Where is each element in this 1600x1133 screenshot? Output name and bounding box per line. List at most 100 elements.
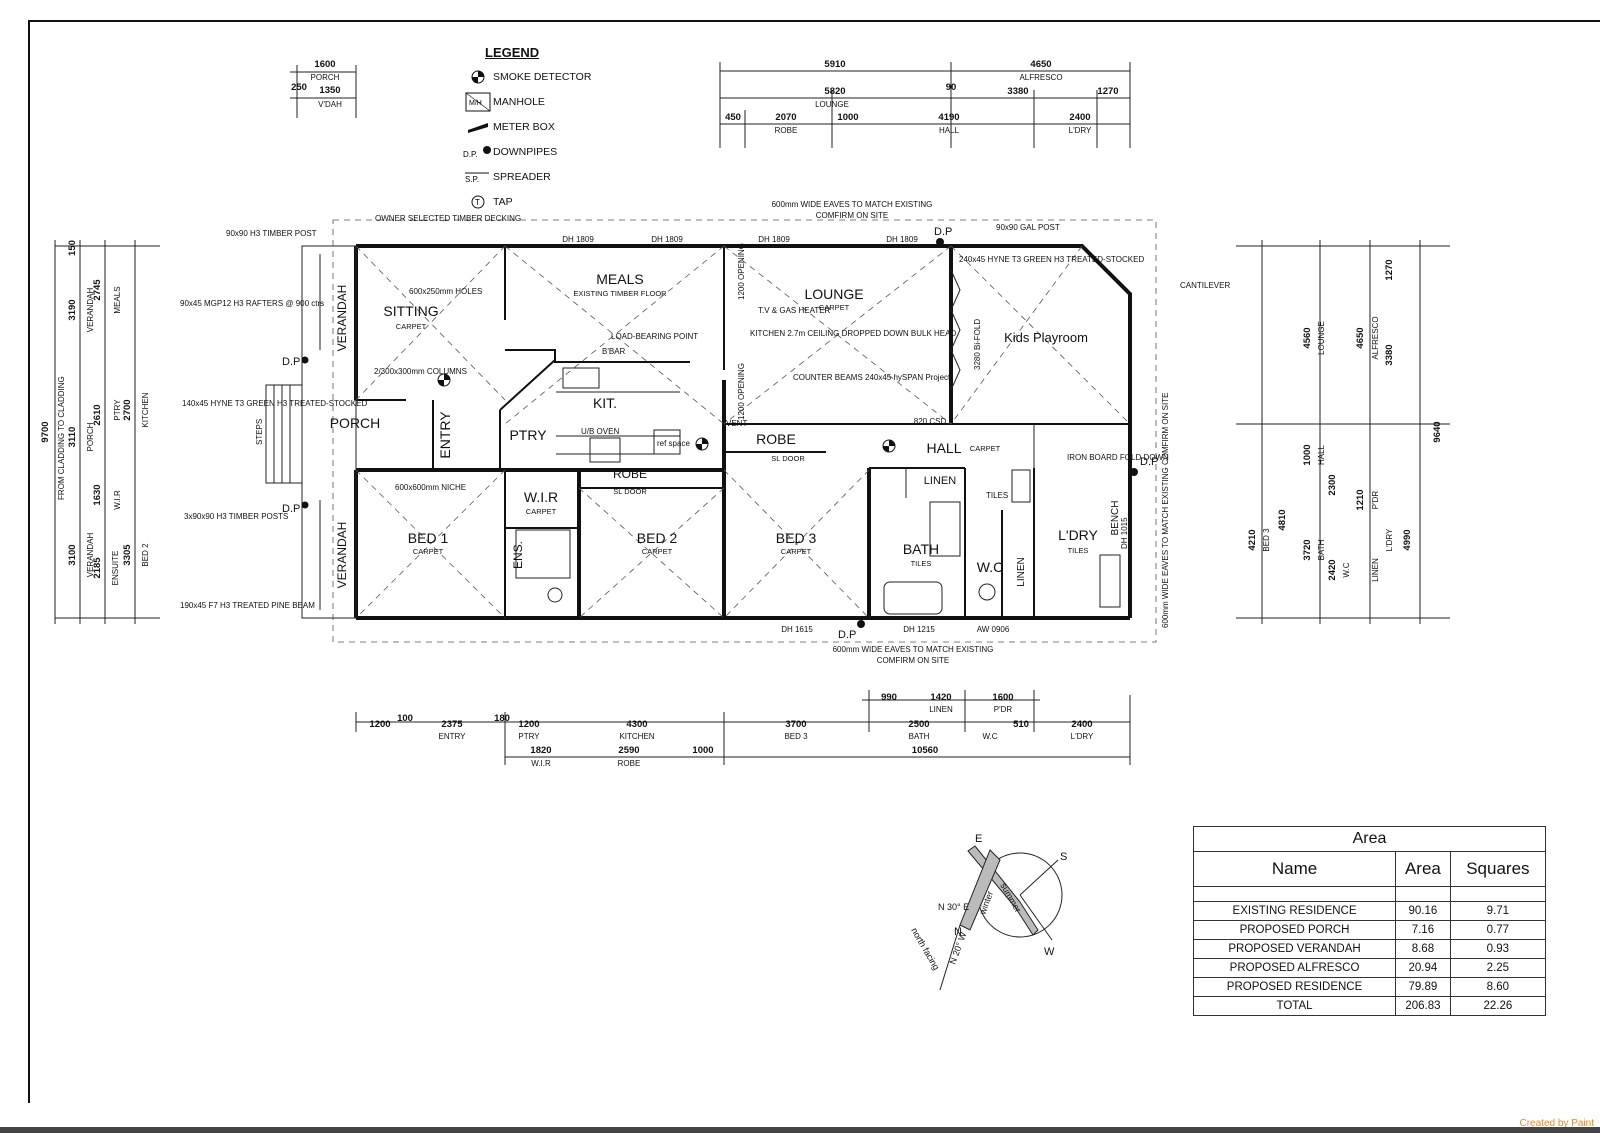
- dim-b-3700: 3700: [785, 719, 806, 730]
- note-holes: 600x250mm HOLES: [409, 287, 482, 296]
- room-linen2: LINEN: [1016, 557, 1027, 586]
- room-diagonals: [355, 245, 1131, 619]
- dim-l-3100: 3100: [67, 544, 78, 565]
- note-csd: 820 CSD: [914, 417, 947, 426]
- note-ref: ref space: [657, 439, 690, 448]
- room-ldry: L'DRY: [1058, 527, 1098, 543]
- toilet-wc: [978, 583, 996, 601]
- dim-b-1200b: 1200: [518, 719, 539, 730]
- note-tiles: TILES: [986, 491, 1008, 500]
- dim-porch-label: PORCH: [311, 73, 340, 82]
- dim-3380: 3380: [1007, 86, 1028, 97]
- note-dp-right: D.P: [1140, 456, 1158, 468]
- dim-l-2185: 2185: [92, 557, 103, 579]
- note-dh-3: DH 1809: [758, 235, 790, 244]
- dim-l-3305: 3305: [122, 544, 133, 566]
- dim-l-1630: 1630: [92, 484, 103, 505]
- dim-5820: 5820: [824, 86, 845, 97]
- dim-l-ensuite: ENSUITE: [111, 551, 120, 586]
- dim-b-bath: BATH: [909, 732, 930, 741]
- room-entry: ENTRY: [437, 411, 453, 459]
- left-dimensions: 150 3190 VERANDAH 2745 MEALS 9700 3110 P…: [40, 240, 160, 624]
- washing-machine: [1099, 554, 1121, 608]
- room-lounge: LOUNGE: [804, 286, 863, 302]
- compass-n20: N 20° W: [947, 930, 968, 965]
- room-bath: BATH: [903, 541, 939, 557]
- dim-b-510: 510: [1013, 719, 1029, 730]
- dim-l-bed2: BED 2: [141, 543, 150, 567]
- room-bed3: BED 3: [776, 530, 817, 546]
- exterior-walls: [354, 244, 1132, 620]
- drawing-frame: [28, 20, 1600, 1103]
- bathtub: [883, 581, 943, 615]
- dim-r-3720: 3720: [1302, 539, 1313, 560]
- bifold-door: [950, 269, 961, 391]
- svg-text:T: T: [475, 198, 480, 207]
- dim-r-linen: LINEN: [1371, 558, 1380, 582]
- area-table: Area Name Area Squares EXISTING RESIDENC…: [1192, 826, 1547, 1016]
- dim-r-bed3: BED 3: [1262, 528, 1271, 552]
- note-hyne2: 240x45 HYNE T3 GREEN H3 TREATED-STOCKED: [959, 255, 1144, 264]
- dim-porch-1600: 1600: [314, 59, 335, 70]
- legend-label: METER BOX: [493, 120, 555, 133]
- compass-n: N: [954, 926, 962, 938]
- area-col-name: Name: [1192, 851, 1397, 887]
- note-steps: STEPS: [255, 419, 264, 445]
- room-bed2: BED 2: [637, 530, 678, 546]
- dim-b-4300: 4300: [626, 719, 647, 730]
- dim-r-4810: 4810: [1277, 509, 1288, 530]
- dim-l-porch: PORCH: [86, 422, 95, 451]
- legend-label: MANHOLE: [493, 95, 545, 108]
- legend-item-smoke: SMOKE DETECTOR: [463, 64, 613, 89]
- note-post: 90x90 H3 TIMBER POST: [226, 229, 317, 238]
- room-ptry: PTRY: [509, 427, 547, 443]
- compass-s: S: [1060, 851, 1067, 863]
- room-robe-main: ROBE: [756, 431, 796, 447]
- fridge-space: [653, 429, 681, 455]
- room-wir: W.I.R: [524, 489, 558, 505]
- dim-l-verandah: VERANDAH: [86, 288, 95, 333]
- room-robe-main-door: SL DOOR: [771, 454, 805, 463]
- dim-250: 250: [291, 82, 307, 93]
- dim-r-4990: 4990: [1402, 529, 1413, 550]
- note-beam: 190x45 F7 H3 TREATED PINE BEAM: [180, 601, 315, 610]
- dim-b-2375: 2375: [441, 719, 463, 730]
- note-dh-1: DH 1809: [562, 235, 594, 244]
- dim-90-a: 90: [946, 82, 957, 93]
- dim-b-wir: W.I.R: [531, 759, 551, 768]
- room-bath-finish: TILES: [911, 559, 932, 568]
- dim-r-bath: BATH: [1317, 539, 1326, 560]
- legend-label: SPREADER: [493, 170, 551, 183]
- dim-l-3110: 3110: [67, 427, 78, 448]
- room-ldry-finish: TILES: [1068, 546, 1089, 555]
- dim-l-wir: W.I.R: [113, 490, 122, 510]
- spreader-icon: S.P.: [463, 169, 493, 185]
- dim-b-1000: 1000: [692, 745, 713, 756]
- note-load: LOAD-BEARING POINT: [611, 332, 698, 341]
- dim-r-4560: 4560: [1302, 327, 1313, 348]
- note-kitchen-ceiling: KITCHEN 2.7m CEILING DROPPED DOWN BULK H…: [750, 329, 956, 338]
- legend-title: LEGEND: [485, 45, 540, 60]
- dim-l-ptry: PTRY: [113, 399, 122, 421]
- room-linen: LINEN: [924, 475, 956, 487]
- note-bifold: 3280 Bi-FOLD: [973, 319, 982, 370]
- dim-r-4650: 4650: [1355, 327, 1366, 348]
- dim-r-alfresco: ALFRESCO: [1371, 316, 1380, 359]
- note-niche: 600x600mm NICHE: [395, 483, 466, 492]
- dim-1350: 1350: [319, 85, 340, 96]
- dim-b-100: 100: [397, 713, 413, 724]
- room-bed1-finish: CARPET: [413, 547, 444, 556]
- note-iron: IRON BOARD FOLD DOWN: [1067, 453, 1169, 462]
- note-dh-2: DH 1809: [651, 235, 683, 244]
- room-labels: SITTING CARPET MEALS EXISTING TIMBER FLO…: [330, 271, 1121, 588]
- dim-r-hall: HALL: [1317, 444, 1326, 465]
- top-dimensions: 1600 PORCH 250 1350 V'DAH 5910 4650 ALFR…: [290, 59, 1131, 148]
- dim-r-1000: 1000: [1302, 444, 1313, 465]
- dim-l-9700: 9700: [40, 421, 51, 442]
- dim-r-pdr: P'DR: [1371, 491, 1380, 510]
- dim-hall-label: HALL: [939, 126, 960, 135]
